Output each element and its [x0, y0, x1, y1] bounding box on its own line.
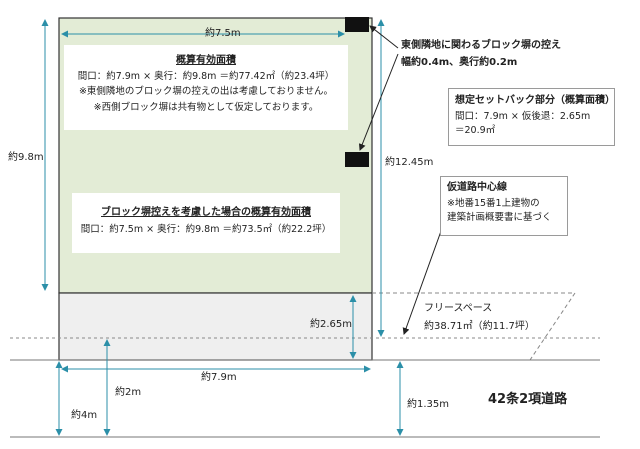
label-4m: 約4m: [71, 410, 98, 421]
effective-area-box: 概算有効面積 間口：約7.9m × 奥行：約9.8m ＝約77.42㎡（約23.…: [64, 45, 348, 130]
block-wall-top: [345, 17, 369, 32]
label-right-depth: 約12.45m: [385, 157, 434, 168]
road-center-note2: 建築計画概要書に基づく: [447, 212, 552, 224]
setback-area: [58, 292, 373, 361]
road-type-label: 42条2項道路: [488, 392, 568, 407]
effective-area-note-east: ※東側隣地のブロック塀の控えの出は考慮しておりません。: [78, 86, 334, 98]
road-center-box: 仮道路中心線 ※地番15番1上建物の 建築計画概要書に基づく: [440, 176, 568, 236]
leader-to-top-wall: [369, 25, 399, 49]
free-space-area: 約38.71㎡（約11.7坪）: [424, 321, 535, 332]
effective-area-title: 概算有効面積: [176, 55, 236, 66]
free-space-outline: [372, 292, 576, 361]
label-1-35m: 約1.35m: [407, 399, 450, 410]
leader-to-mid-wall: [358, 53, 399, 151]
effective-area-note-west: ※西側ブロック塀は共有物として仮定しております。: [93, 102, 319, 114]
road-center-title: 仮道路中心線: [447, 182, 507, 193]
label-top-width: 約7.5m: [205, 28, 241, 39]
label-setback-depth: 約2.65m: [310, 319, 353, 330]
east-note-line1: 東側隣地に関わるブロック塀の控え: [401, 40, 561, 51]
label-2m: 約2m: [115, 387, 142, 398]
effective-area-calc: 間口：約7.9m × 奥行：約9.8m ＝約77.42㎡（約23.4坪）: [77, 70, 335, 82]
label-left-depth: 約9.8m: [8, 152, 44, 163]
free-space-title: フリースペース: [424, 303, 493, 314]
leader-to-center-line: [402, 219, 446, 335]
setback-calc: 間口：7.9m × 仮後退：2.65m: [455, 110, 591, 122]
label-bottom-width: 約7.9m: [201, 372, 237, 383]
block-area-title: ブロック塀控えを考慮した場合の概算有効面積: [101, 207, 311, 218]
block-area-calc: 間口：約7.5m × 奥行：約9.8m ＝約73.5㎡（約22.2坪）: [80, 223, 332, 235]
setback-box: 想定セットバック部分（概算面積） 間口：7.9m × 仮後退：2.65m ＝20…: [448, 88, 615, 146]
setback-result: ＝20.9㎡: [455, 125, 496, 137]
block-wall-mid: [345, 152, 369, 167]
setback-title: 想定セットバック部分（概算面積）: [455, 95, 615, 106]
east-note-line2: 幅約0.4m、奥行約0.2m: [401, 57, 518, 68]
road-center-note1: ※地番15番1上建物の: [447, 197, 540, 209]
block-area-box: ブロック塀控えを考慮した場合の概算有効面積 間口：約7.5m × 奥行：約9.8…: [72, 193, 340, 253]
